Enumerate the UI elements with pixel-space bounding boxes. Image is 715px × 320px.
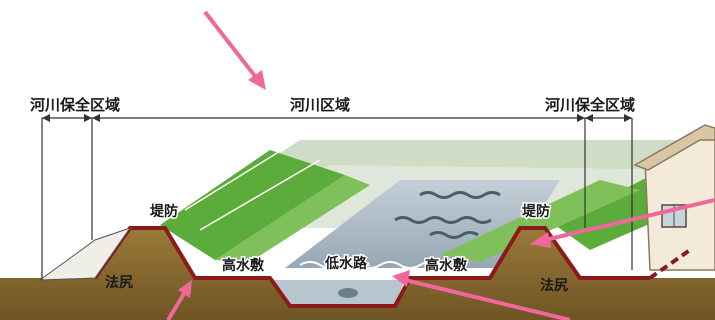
zone-label-river-area: 河川区域: [290, 96, 350, 114]
label-low-water-channel: 低水路: [324, 255, 368, 272]
arrow-right-levee: [530, 198, 715, 248]
arrow-low-water: [392, 270, 571, 320]
label-high-water-left: 高水敷: [222, 257, 265, 274]
annotation-arrows: [166, 10, 715, 320]
zone-label-right-conservation: 河川保全区域: [545, 96, 635, 114]
label-levee-right: 堤防: [522, 203, 550, 220]
label-toe-right: 法尻: [540, 277, 568, 294]
left-embankment-face: [38, 227, 132, 281]
arrow-top: [203, 10, 266, 90]
label-toe-left: 法尻: [105, 274, 133, 291]
arrow-left-bottom: [166, 280, 192, 320]
left-grass-slopes: [160, 144, 370, 262]
label-high-water-right: 高水敷: [425, 257, 468, 274]
house: [633, 124, 715, 271]
low-water-channel-water: [272, 280, 405, 304]
zone-dimension-lines: [41, 114, 633, 280]
zone-label-left-conservation: 河川保全区域: [30, 96, 120, 114]
label-levee-left: 堤防: [150, 203, 178, 220]
